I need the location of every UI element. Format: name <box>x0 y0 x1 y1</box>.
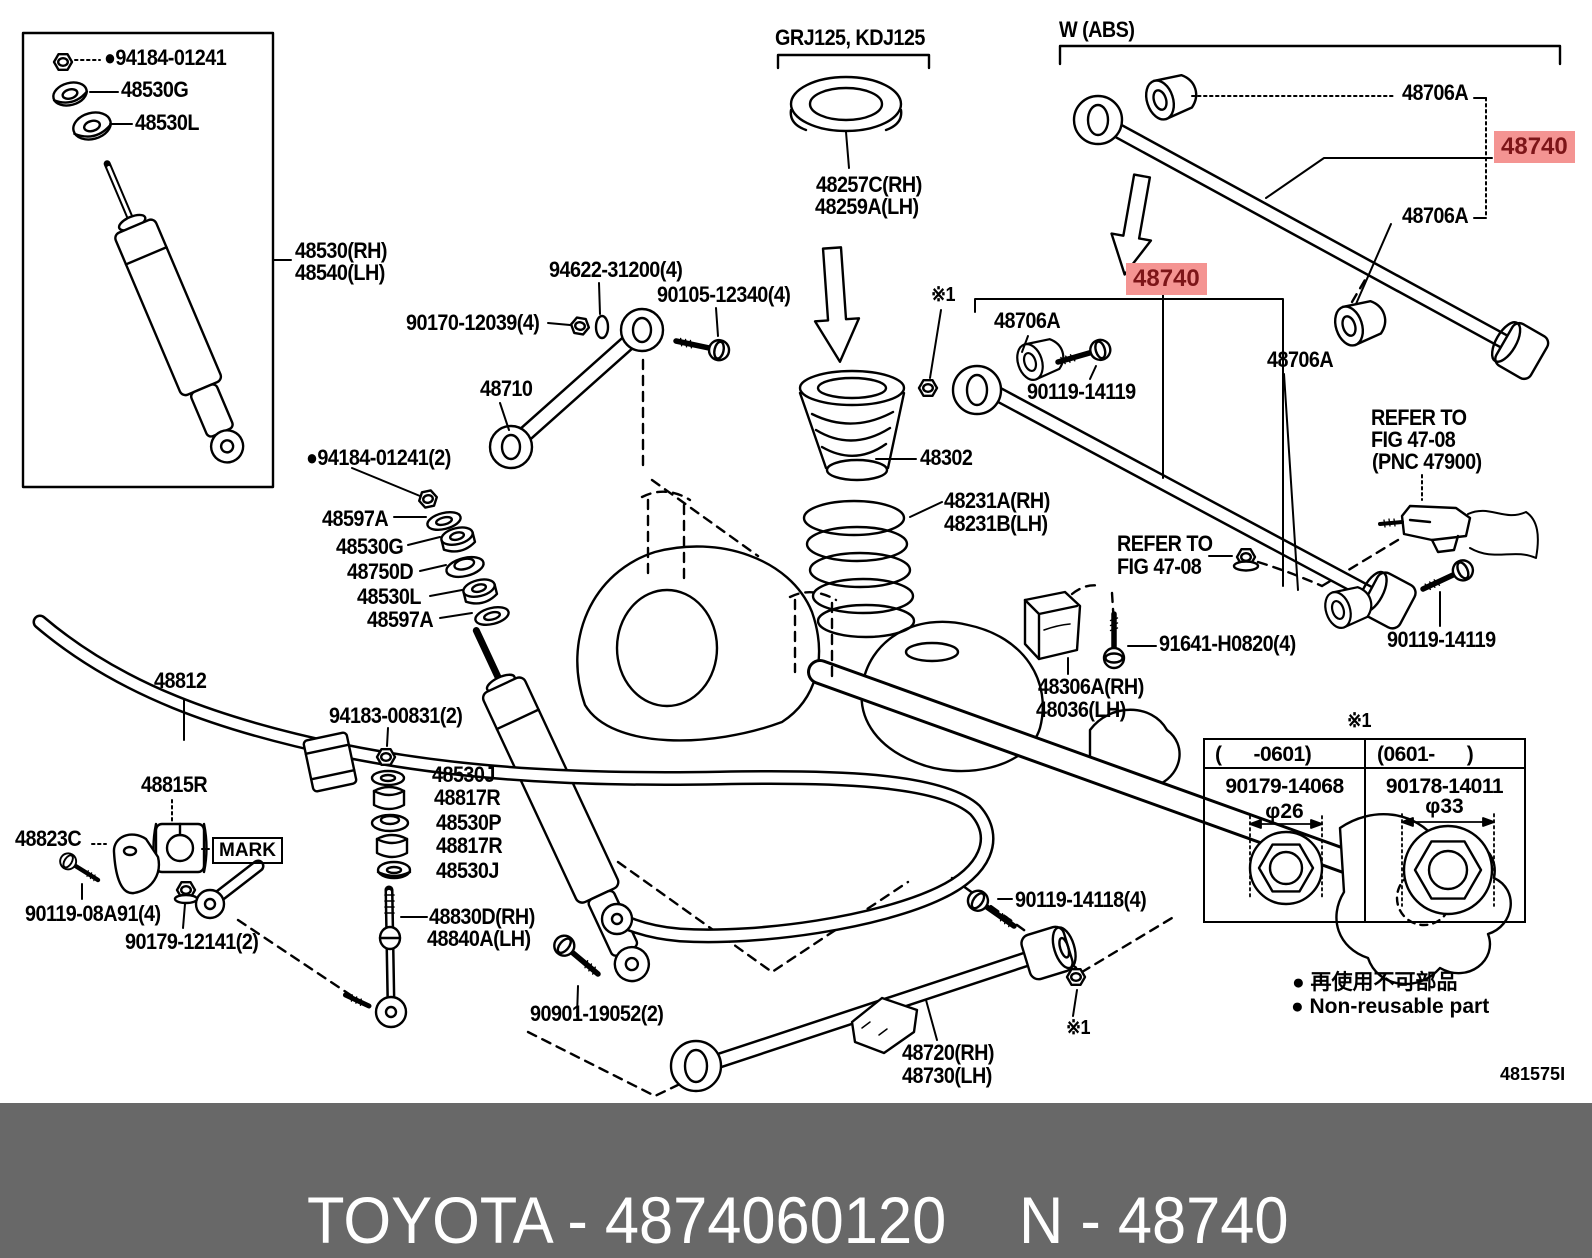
callout-48720-rh: 48720(RH) <box>902 1040 995 1065</box>
callout-48530j-upper: 48530J <box>432 762 495 787</box>
callout-note-ref1-top: ※1 <box>931 284 956 306</box>
spring-bracket-drawing <box>1023 590 1124 668</box>
callout-48530l: 48530L <box>357 584 421 609</box>
frame-reference-drawing <box>1378 504 1539 559</box>
table-dia-late: φ33 <box>1425 795 1464 818</box>
table-range-early: ( -0601) <box>1215 743 1312 766</box>
coil-spring-drawing <box>802 499 916 639</box>
table-column-divider <box>1364 740 1366 921</box>
callout-48817r-upper: 48817R <box>434 785 501 810</box>
table-range-late: (0601- ) <box>1377 743 1474 766</box>
callout-pnc-47900: (PNC 47900) <box>1372 449 1482 474</box>
table-dia-early: φ26 <box>1265 800 1304 823</box>
lower-arm-drawing <box>669 887 1087 1093</box>
callout-fig-47-08-top: FIG 47-08 <box>1371 427 1456 452</box>
spring-bumper-drawing <box>798 369 906 482</box>
callout-48706a-mid: 48706A <box>1402 203 1469 228</box>
callout-94622-31200: 94622-31200(4) <box>549 257 683 282</box>
callout-48830d-rh: 48830D(RH) <box>429 904 535 929</box>
callout-48730-lh: 48730(LH) <box>902 1063 992 1088</box>
lateral-rod-mid-drawing <box>917 332 1476 633</box>
callout-48530j-lower: 48530J <box>436 858 499 883</box>
footer-catalog-number: N - 48740 <box>1019 1183 1289 1257</box>
callout-48231b-lh: 48231B(LH) <box>944 511 1048 536</box>
callout-90170-12039: 90170-12039(4) <box>406 310 540 335</box>
callout-48530p: 48530P <box>436 810 502 835</box>
callout-48823c: 48823C <box>15 826 82 851</box>
spring-seat-drawing <box>776 53 931 133</box>
callout-94184-01241: ●94184-01241 <box>104 45 227 70</box>
down-arrow-icon <box>813 246 861 363</box>
stabilizer-bushing-drawing <box>57 822 208 905</box>
callout-48706a-top: 48706A <box>1402 80 1469 105</box>
callout-48840a-lh: 48840A(LH) <box>427 926 531 951</box>
callout-48815r: 48815R <box>141 772 208 797</box>
diagram-code: 481575I <box>1500 1064 1566 1084</box>
callout-48706a-front: 48706A <box>994 308 1061 333</box>
callout-90105-12340: 90105-12340(4) <box>657 282 791 307</box>
table-note-ref1: ※1 <box>1347 710 1372 732</box>
callout-48706a-rear: 48706A <box>1267 347 1334 372</box>
callout-w-abs: W (ABS) <box>1059 17 1135 42</box>
callout-90119-14119-a: 90119-14119 <box>1027 379 1136 404</box>
callout-48530l-inset: 48530L <box>135 110 199 135</box>
callout-48530-rh: 48530(RH) <box>295 238 388 263</box>
mount-stack-drawing <box>416 488 510 626</box>
stabilizer-link-drawing <box>342 748 604 1029</box>
callout-48597a-lower: 48597A <box>367 607 434 632</box>
upper-arm-drawing <box>488 307 731 470</box>
table-part-late: 90178-14011 <box>1385 775 1504 798</box>
highlighted-part-48740-right[interactable]: 48740 <box>1494 131 1575 163</box>
callout-refer-to-left: REFER TO <box>1117 531 1213 556</box>
callout-90119-14118: 90119-14118(4) <box>1015 887 1147 912</box>
callout-94184-01241-2: ●94184-01241(2) <box>306 445 451 470</box>
callout-48231a-rh: 48231A(RH) <box>944 488 1050 513</box>
diagram-line-art <box>21 31 1562 1098</box>
legend-non-reusable-jp: ● 再使用不可部品 <box>1292 971 1458 994</box>
callout-48302: 48302 <box>920 445 973 470</box>
callout-90119-08a91: 90119-08A91(4) <box>25 901 161 926</box>
stabilizer-bar-drawing <box>32 614 995 944</box>
variant-table: ( -0601) (0601- ) 90179-14068 90178-1401… <box>1203 738 1526 923</box>
callout-48540-lh: 48540(LH) <box>295 260 385 285</box>
callout-91641-h0820: 91641-H0820(4) <box>1159 631 1296 656</box>
table-nut-glyphs <box>1248 813 1495 916</box>
shock-absorber-inset <box>21 31 275 489</box>
callout-48812: 48812 <box>154 668 207 693</box>
table-part-early: 90179-14068 <box>1225 775 1344 798</box>
callout-48597a-upper: 48597A <box>322 506 389 531</box>
callout-variant-models: GRJ125, KDJ125 <box>775 25 925 50</box>
footer-part-number: TOYOTA - 4874060120 <box>307 1183 947 1257</box>
leader-lines <box>74 59 1493 1041</box>
callout-48036-lh: 48036(LH) <box>1036 697 1126 722</box>
callout-refer-to-top: REFER TO <box>1371 405 1467 430</box>
callout-48257c-rh: 48257C(RH) <box>816 172 922 197</box>
callout-48530g: 48530G <box>336 534 404 559</box>
callout-48306a-rh: 48306A(RH) <box>1038 674 1144 699</box>
callout-note-ref1-bottom: ※1 <box>1066 1017 1091 1039</box>
callout-90179-12141: 90179-12141(2) <box>125 929 259 954</box>
mark-box: MARK <box>212 837 283 864</box>
lateral-rod-top-drawing <box>1058 44 1562 381</box>
footer-bar: TOYOTA - 4874060120 N - 48740 <box>0 1103 1592 1258</box>
callout-48530g-inset: 48530G <box>121 77 189 102</box>
callout-48750d: 48750D <box>347 559 414 584</box>
callout-48259a-lh: 48259A(LH) <box>815 194 919 219</box>
table-header-divider <box>1205 767 1524 769</box>
callout-90901-19052: 90901-19052(2) <box>530 1001 664 1026</box>
callout-fig-47-08-left: FIG 47-08 <box>1117 554 1202 579</box>
callout-94183-00831: 94183-00831(2) <box>329 703 463 728</box>
legend-non-reusable-en: ● Non-reusable part <box>1291 995 1490 1018</box>
callout-90119-14119-b: 90119-14119 <box>1387 627 1496 652</box>
callout-48710: 48710 <box>480 376 533 401</box>
highlighted-part-48740-left[interactable]: 48740 <box>1126 263 1207 295</box>
callout-48817r-lower: 48817R <box>436 833 503 858</box>
